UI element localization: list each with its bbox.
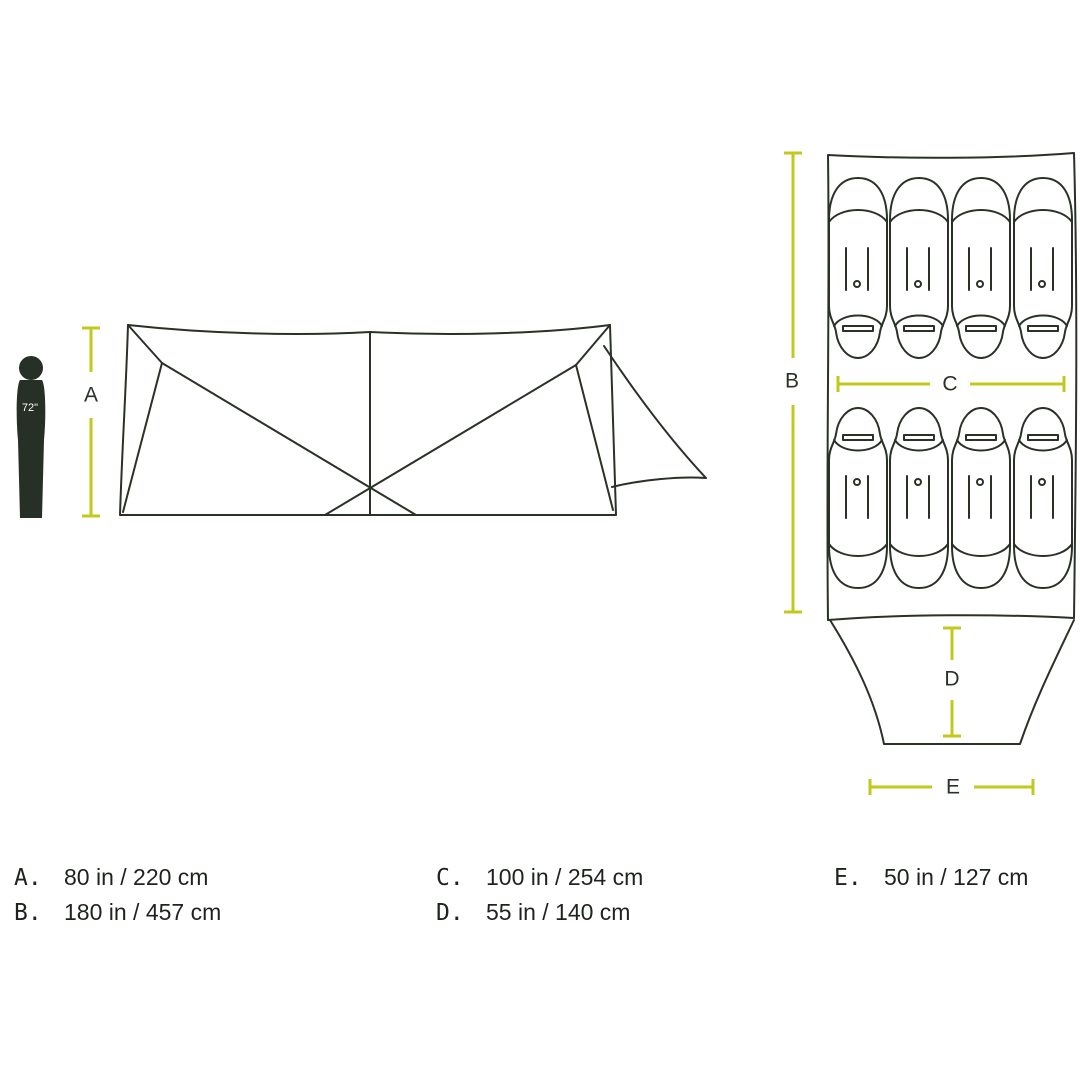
spec-e: E.50 in / 127 cm <box>834 864 1029 891</box>
sleeping-bag <box>828 177 888 359</box>
dimension-c: C <box>836 373 1066 396</box>
spec-a: A.80 in / 220 cm <box>14 864 209 891</box>
person-height-label: 72" <box>22 402 38 414</box>
dimension-a: A <box>82 326 100 518</box>
dimension-a-label: A <box>84 384 98 407</box>
tent-floor-plan <box>826 152 1078 745</box>
sleeping-bag <box>889 407 949 589</box>
sleeping-bag <box>1013 177 1073 359</box>
dimension-d-label: D <box>944 668 959 691</box>
sleeping-bag <box>951 407 1011 589</box>
spec-c: C.100 in / 254 cm <box>436 864 644 891</box>
dimension-d: D <box>943 626 961 738</box>
person-silhouette-icon: 72" <box>16 356 46 518</box>
dimension-b-label: B <box>785 370 799 393</box>
spec-column-2: C.100 in / 254 cm D.55 in / 140 cm <box>436 860 643 930</box>
spec-column-3: E.50 in / 127 cm <box>834 860 1028 895</box>
dimension-e-label: E <box>946 776 960 799</box>
dimension-c-label: C <box>942 373 957 396</box>
spec-column-1: A.80 in / 220 cm B.180 in / 457 cm <box>14 860 221 930</box>
dimension-b: B <box>784 151 802 614</box>
sleeping-bag <box>951 177 1011 359</box>
spec-d: D.55 in / 140 cm <box>436 899 631 926</box>
sleeping-bag <box>889 177 949 359</box>
spec-b: B.180 in / 457 cm <box>14 899 222 926</box>
dimension-e: E <box>868 776 1035 799</box>
sleeping-bag <box>1013 407 1073 589</box>
tent-side-view <box>119 324 707 516</box>
sleeping-bag <box>828 407 888 589</box>
